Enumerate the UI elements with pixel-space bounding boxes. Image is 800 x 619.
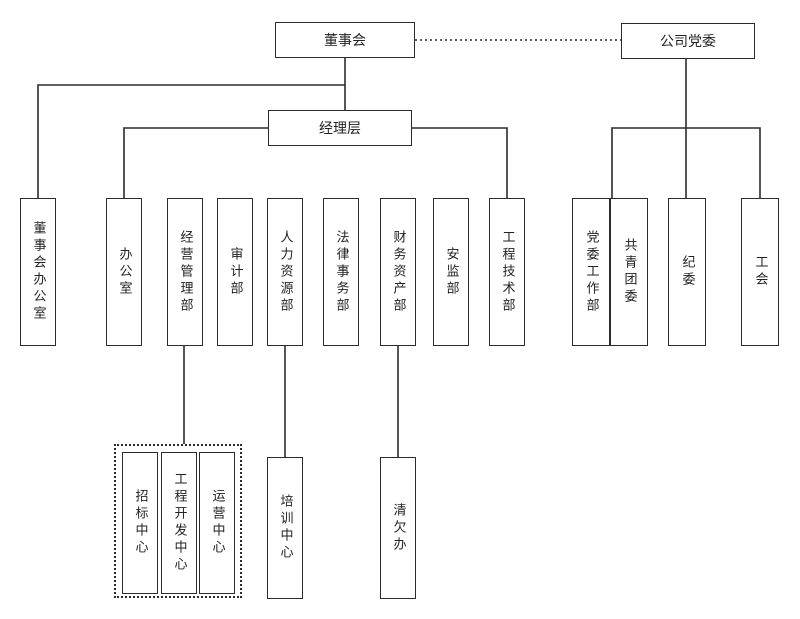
node-label: 工程开发中心 (171, 472, 187, 574)
node-legal: 法律事务部 (323, 198, 359, 346)
node-label: 纪委 (679, 255, 695, 289)
node-safety: 安监部 (433, 198, 469, 346)
node-management: 经理层 (268, 110, 412, 146)
node-label: 党委工作部 (583, 229, 599, 315)
node-audit: 审计部 (217, 198, 253, 346)
node-engineering: 工程技术部 (489, 198, 525, 346)
node-label: 办公室 (116, 246, 132, 298)
node-debt-office: 清欠办 (380, 457, 416, 599)
node-union: 工会 (741, 198, 779, 346)
node-business-mgmt: 经营管理部 (167, 198, 203, 346)
connector (123, 127, 268, 198)
node-bidding-center: 招标中心 (122, 452, 158, 594)
node-board-office: 董事会办公室 (20, 198, 56, 346)
node-label: 审计部 (227, 246, 243, 298)
node-youth-league: 共青团委 (610, 198, 648, 346)
node-label: 工程技术部 (499, 229, 515, 315)
node-operations-center: 运营中心 (199, 452, 235, 594)
node-label: 招标中心 (132, 489, 148, 557)
node-eng-dev-center: 工程开发中心 (161, 452, 197, 594)
node-party-committee: 公司党委 (621, 23, 755, 59)
connector (37, 84, 345, 198)
node-hr: 人力资源部 (267, 198, 303, 346)
node-label: 共青团委 (621, 238, 637, 306)
node-label: 董事会办公室 (30, 221, 46, 323)
node-party-work: 党委工作部 (572, 198, 610, 346)
node-general-office: 办公室 (106, 198, 142, 346)
node-label: 工会 (752, 255, 768, 289)
node-label: 培训中心 (277, 494, 293, 562)
node-label: 安监部 (443, 246, 459, 298)
node-label: 人力资源部 (277, 229, 293, 315)
node-label: 公司党委 (660, 34, 716, 50)
node-label: 运营中心 (209, 489, 225, 557)
centers-group (114, 444, 242, 598)
node-label: 法律事务部 (333, 229, 349, 315)
connector (412, 127, 508, 198)
node-label: 财务资产部 (390, 229, 406, 315)
node-board: 董事会 (275, 22, 415, 58)
node-label: 经营管理部 (177, 229, 193, 315)
node-training-center: 培训中心 (267, 457, 303, 599)
node-label: 经理层 (319, 121, 361, 137)
node-discipline: 纪委 (668, 198, 706, 346)
node-label: 董事会 (324, 33, 366, 49)
node-finance: 财务资产部 (380, 198, 416, 346)
node-label: 清欠办 (390, 502, 406, 554)
